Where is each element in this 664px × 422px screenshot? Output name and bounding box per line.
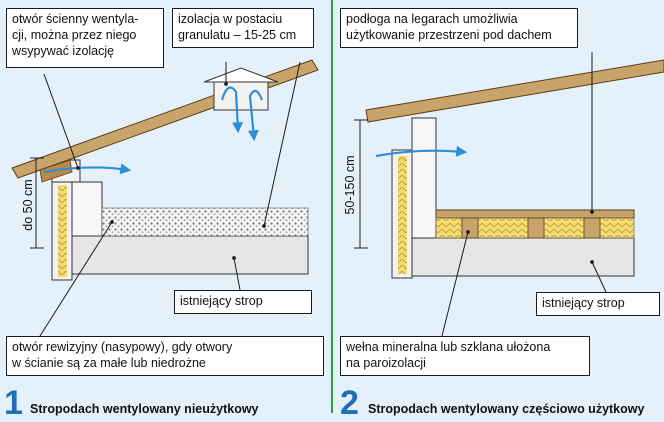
existing-ceiling-slab: [71, 235, 309, 275]
roof-slab: [11, 59, 319, 179]
panel-title-2: Stropodach wentylowany częściowo użytkow…: [368, 402, 645, 416]
existing-ceiling-slab-2: [411, 237, 635, 277]
label-inspection: otwór rewizyjny (nasypowy), gdy otwory w…: [6, 336, 324, 376]
panel-number-1: 1: [4, 384, 23, 422]
panel-1-drawing: [11, 59, 319, 337]
label-wool: wełna mineralna lub szklana ułożona na p…: [340, 336, 590, 376]
joist-3: [583, 217, 601, 239]
dimension-label-1: do 50 cm: [21, 179, 35, 231]
panel-2-drawing: [354, 52, 664, 337]
airflow-arrow-down-2: [247, 89, 264, 142]
diagram-canvas: do 50 cm 50-150 cm otwór ścienny wentyla…: [4, 0, 664, 420]
label-ceiling-1: istniejący strop: [174, 290, 312, 314]
dimension-label-2: 50-150 cm: [343, 155, 357, 215]
label-floor: podłoga na legarach umożliwia użytkowani…: [340, 8, 578, 48]
airflow-arrow-down-1: [220, 86, 244, 134]
diagram-graphics: [11, 0, 664, 413]
panel-number-2: 2: [340, 384, 359, 422]
floorboards: [435, 209, 635, 219]
granulate-insulation: [101, 207, 309, 237]
label-insulation: izolacja w postaciu granulatu – 15-25 cm: [172, 8, 314, 48]
airflow-arrow-in: [43, 163, 132, 175]
label-wall-vent: otwór ścienny wentyla- cji, można przez …: [6, 8, 164, 68]
label-ceiling-2: istniejący strop: [536, 292, 660, 316]
knee-wall-2: [411, 117, 437, 239]
joist-1: [461, 217, 479, 239]
joist-2: [527, 217, 545, 239]
wall-insulation: [58, 185, 67, 277]
roof-slab-2: [365, 59, 664, 123]
hatch-cap: [203, 67, 279, 83]
panel-title-1: Stropodach wentylowany nieużytkowy: [30, 402, 259, 416]
wall-insulation-2: [398, 156, 407, 274]
airflow-arrow-in-2: [375, 145, 468, 158]
